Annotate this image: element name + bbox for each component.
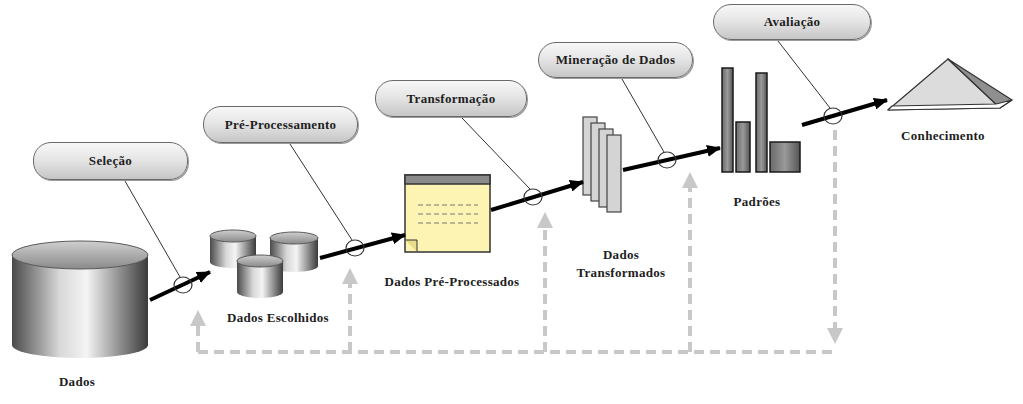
leader-lines [125, 41, 830, 277]
data-label: Padrões [734, 193, 781, 211]
step-label: Mineração de Dados [556, 52, 676, 68]
data-label: Dados [59, 373, 95, 391]
flow-arrow [802, 100, 887, 125]
flow-arrow [320, 235, 405, 258]
small-cylinders [210, 230, 318, 298]
step-pill: Transformação [375, 80, 527, 117]
data-store: Dados Pré-Processados [405, 174, 491, 254]
knowledge-shape: Conhecimento [887, 56, 1011, 114]
document-note [405, 175, 490, 252]
step-label: Seleção [89, 153, 132, 169]
data-label: Dados Pré-Processados [385, 273, 520, 291]
data-label: Conhecimento [901, 127, 985, 145]
pattern-bars [722, 68, 800, 172]
step-pill: Pré-Processamento [203, 106, 358, 143]
flow-arrow [150, 272, 210, 300]
step-pill: Avaliação [713, 4, 871, 40]
step-pill: Seleção [33, 142, 188, 180]
step-label: Avaliação [764, 14, 821, 30]
data-label: Dados Escolhidos [227, 309, 329, 327]
data-store: Dados Escolhidos [210, 228, 320, 300]
stacked-panels [583, 117, 621, 212]
flow-arrow [491, 182, 583, 210]
flow-arrow [623, 148, 720, 170]
step-pill: Mineração de Dados [538, 42, 693, 78]
data-label: Dados Transformados [569, 246, 673, 282]
pattern-chart: Padrões [720, 66, 802, 174]
step-label: Pré-Processamento [225, 117, 337, 133]
knowledge-pyramid [888, 59, 1012, 110]
step-label: Transformação [407, 91, 496, 107]
feedback-loop [198, 130, 835, 352]
data-store: Dados Transformados [583, 115, 623, 213]
database-cylinder [12, 241, 148, 358]
data-store: Dados [12, 240, 150, 357]
